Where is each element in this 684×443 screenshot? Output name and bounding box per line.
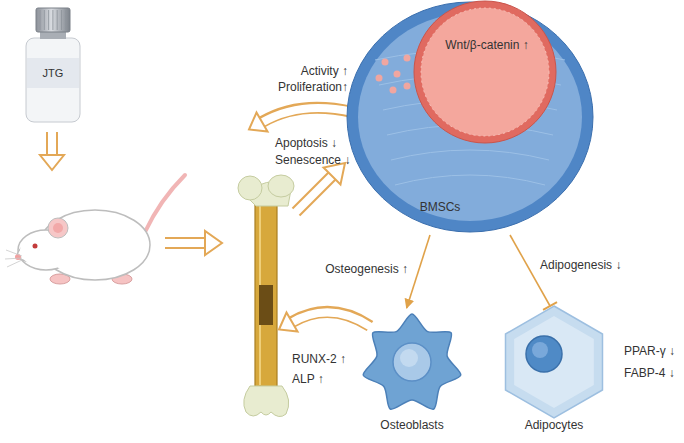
femur-bone <box>244 386 289 417</box>
label-holder: Apoptosis ↓ <box>275 136 337 150</box>
cap-ridge <box>48 10 49 30</box>
rat-figure <box>5 250 22 267</box>
nucleus-highlight <box>532 342 548 358</box>
node-text: BMSCs <box>420 200 461 214</box>
node-shape <box>345 308 479 436</box>
annotation-label: ALP ↑ <box>292 372 324 386</box>
cap-ridge <box>52 10 53 30</box>
edge-label-holder: Osteogenesis ↑ <box>325 262 408 276</box>
annotation-label: FABP-4 ↓ <box>624 366 675 380</box>
hollow-arrow <box>249 113 268 132</box>
label-holder: RUNX-2 ↑ <box>292 352 346 366</box>
rat-figure <box>48 218 68 238</box>
femur-bone <box>255 196 277 392</box>
hollow-arrow <box>40 108 371 332</box>
hollow-arrow <box>295 174 334 213</box>
hollow-arrow <box>296 175 333 212</box>
bottle-node: JTG <box>22 6 84 124</box>
node-text: Osteoblasts <box>380 418 443 432</box>
hollow-arrow <box>205 231 222 255</box>
annotation-label: Apoptosis ↓ <box>275 136 337 150</box>
hollow-arrow <box>279 313 298 332</box>
adipocyte-cell <box>506 306 603 418</box>
vesicle-dot <box>376 75 383 82</box>
vesicle-dot <box>382 59 389 66</box>
cap-ridge <box>65 10 66 30</box>
node-shape <box>413 0 557 144</box>
node-text: JTG <box>43 66 64 80</box>
node-text: Adipocytes <box>525 418 584 432</box>
osteoblast-node: Osteoblasts <box>345 308 479 436</box>
edge-label: Adipogenesis ↓ <box>540 258 621 272</box>
cell-node: BMSCs Wnt/β-catenin ↑ <box>345 0 595 235</box>
vesicle-dot <box>404 55 411 62</box>
vesicle-dot <box>404 83 411 90</box>
osteoblast-cell <box>363 314 461 409</box>
femur-bone <box>268 175 294 197</box>
vesicle-dot <box>394 71 401 78</box>
cap-ridge <box>57 10 58 30</box>
annotation-label: RUNX-2 ↑ <box>292 352 346 366</box>
rat-figure <box>20 232 72 268</box>
hollow-arrow <box>291 312 371 327</box>
annotation-label: Activity ↑ <box>301 64 348 78</box>
edge-label-holder: Adipogenesis ↓ <box>540 258 621 272</box>
label-holder: PPAR-γ ↓ <box>624 344 675 358</box>
node-shape <box>22 6 84 124</box>
rat-figure <box>33 244 38 249</box>
adipocyte-nucleus <box>526 336 562 372</box>
cap-ridge <box>44 10 45 30</box>
cell-membrane <box>347 2 593 232</box>
bottle-cap <box>36 8 70 32</box>
node-shape <box>488 306 620 436</box>
bottle-body <box>26 38 80 122</box>
bottle-label <box>27 58 79 88</box>
hollow-arrow <box>164 239 207 247</box>
label-holder: Activity ↑ <box>301 64 348 78</box>
nucleus-envelope <box>414 1 556 143</box>
node-text: Wnt/β-catenin ↑ <box>445 38 529 52</box>
vesicle-dot <box>390 87 397 94</box>
hollow-arrow <box>46 132 58 156</box>
osteoblast-nucleus <box>393 343 431 381</box>
nucleus-interior <box>421 8 549 136</box>
femur-bone <box>238 176 262 200</box>
cap-ridge <box>61 10 62 30</box>
nucleus-highlight <box>400 349 418 367</box>
rat-figure <box>53 223 63 233</box>
adipocyte-node: Adipocytes <box>488 306 620 436</box>
cytoplasm-texture <box>391 150 549 160</box>
hollow-arrow <box>292 312 370 326</box>
edge-label: Osteogenesis ↑ <box>325 262 408 276</box>
hollow-arrow <box>262 108 352 122</box>
label-holder: ALP ↑ <box>292 372 324 386</box>
annotation-label: Senescence ↓ <box>275 153 350 167</box>
hollow-arrow <box>48 131 56 157</box>
hollow-arrow <box>261 108 353 123</box>
connector-arrow <box>407 235 430 308</box>
annotation-label: PPAR-γ ↓ <box>624 344 675 358</box>
rat-figure <box>5 175 185 284</box>
femur-bone <box>259 285 273 325</box>
label-holder: Senescence ↓ <box>275 153 350 167</box>
femur-bone <box>238 175 294 417</box>
hollow-arrow <box>40 155 64 170</box>
label-holder: Proliferation↑ <box>278 80 348 94</box>
nucleus-node: Wnt/β-catenin ↑ <box>413 0 557 144</box>
annotation-label: Proliferation↑ <box>278 80 348 94</box>
rat-figure <box>145 175 185 232</box>
cytoplasm-texture <box>395 175 545 185</box>
hollow-arrow <box>165 237 206 249</box>
cap-ridge <box>40 10 41 30</box>
label-holder: FABP-4 ↓ <box>624 366 675 380</box>
lipid-droplet <box>514 316 594 408</box>
